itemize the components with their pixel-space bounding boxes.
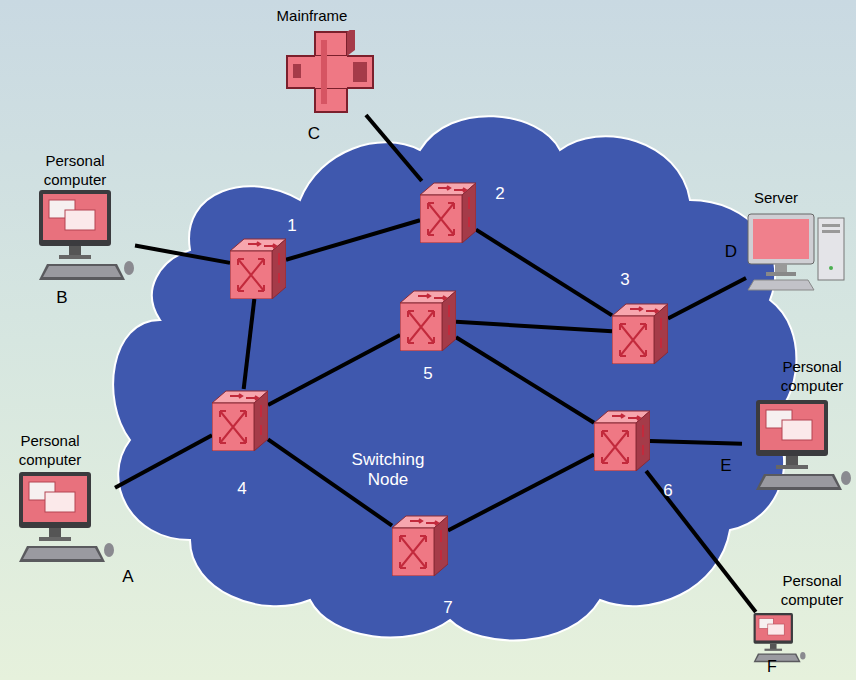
device-type: Mainframe: [277, 7, 348, 24]
server-icon: [746, 212, 846, 292]
network-link: [456, 337, 594, 422]
network-link: [456, 322, 612, 332]
device-type: Personal computer: [781, 358, 844, 394]
device-type-box: Personal computer: [767, 357, 856, 395]
link-line: [448, 455, 594, 531]
switching-node: 6: [594, 409, 650, 471]
mainframe-icon: [285, 30, 375, 115]
switching-node: 4: [212, 389, 268, 451]
device-type: Personal computer: [19, 432, 82, 468]
switching-node: 5: [400, 289, 456, 351]
device-type: Personal computer: [781, 572, 844, 608]
network-link: [244, 299, 255, 389]
link-line: [668, 278, 746, 319]
node-number-box: 6: [653, 481, 683, 501]
link-line: [456, 337, 594, 422]
network-link: [135, 246, 230, 263]
switch-cube: [420, 181, 476, 243]
node-number: 5: [423, 364, 432, 383]
switch-cube: [230, 237, 286, 299]
device-letter-box: C: [299, 124, 329, 144]
link-line: [476, 230, 612, 316]
device-letter: C: [308, 124, 320, 143]
end-device: MainframeC: [285, 30, 375, 115]
node-number: 2: [495, 184, 504, 203]
network-label: Switching Node: [333, 450, 443, 489]
node-number-box: 4: [227, 479, 257, 499]
network-link: [366, 115, 422, 181]
device-letter-box: B: [47, 288, 77, 308]
network-link: [448, 455, 594, 531]
network-link: [268, 335, 400, 405]
network-link: [476, 230, 612, 316]
link-line: [268, 335, 400, 405]
switching-node: 3: [612, 302, 668, 364]
computer-icon: [25, 188, 135, 283]
node-number-box: 2: [485, 184, 515, 204]
switching-node: 1: [230, 237, 286, 299]
network-link: [646, 471, 756, 612]
link-line: [135, 246, 230, 263]
node-number-box: 7: [433, 598, 463, 618]
device-letter-box: D: [719, 242, 743, 262]
link-line: [366, 115, 422, 181]
device-type-box: Personal computer: [767, 571, 856, 609]
link-line: [244, 299, 255, 389]
switch-cube: [212, 389, 268, 451]
computer-icon: [740, 612, 812, 664]
device-letter: A: [122, 567, 133, 586]
device-type: Personal computer: [44, 152, 107, 188]
link-line: [456, 322, 612, 332]
node-number: 1: [287, 216, 296, 235]
link-line: [115, 435, 212, 488]
device-letter-box: E: [714, 456, 738, 476]
link-line: [286, 220, 420, 259]
link-line: [650, 441, 742, 444]
end-device: Personal computerA: [5, 470, 115, 565]
device-letter: F: [767, 658, 777, 675]
node-number-box: 3: [610, 270, 640, 290]
device-type-box: Personal computer: [5, 431, 95, 469]
switch-cube: [612, 302, 668, 364]
network-link: [650, 441, 742, 444]
node-number: 7: [443, 598, 452, 617]
node-number-box: 5: [413, 364, 443, 384]
switch-cube: [392, 514, 448, 576]
node-number-box: 1: [277, 216, 307, 236]
end-device: Personal computerB: [25, 188, 135, 283]
computer-icon: [5, 470, 115, 565]
device-letter: D: [725, 242, 737, 261]
device-type-box: Personal computer: [30, 151, 120, 189]
device-letter: E: [720, 456, 731, 475]
cloud-shape: [113, 116, 796, 640]
network-link: [115, 435, 212, 488]
switch-cube: [400, 289, 456, 351]
device-type-box: Server: [736, 188, 816, 207]
network-link: [668, 278, 746, 319]
device-type: Server: [754, 189, 798, 206]
end-device: Personal computerE: [742, 398, 852, 493]
node-number: 4: [237, 479, 246, 498]
link-line: [646, 471, 756, 612]
switching-node: 2: [420, 181, 476, 243]
node-number: 6: [663, 481, 672, 500]
device-type-box: Mainframe: [257, 6, 367, 25]
device-letter-box: F: [760, 657, 784, 676]
device-letter: B: [56, 288, 67, 307]
end-device: Personal computerF: [740, 612, 812, 664]
node-number: 3: [620, 270, 629, 289]
device-letter-box: A: [116, 567, 140, 587]
network-link: [286, 220, 420, 259]
switch-cube: [594, 409, 650, 471]
end-device: ServerD: [746, 212, 846, 292]
computer-icon: [742, 398, 852, 493]
switching-node: 7: [392, 514, 448, 576]
